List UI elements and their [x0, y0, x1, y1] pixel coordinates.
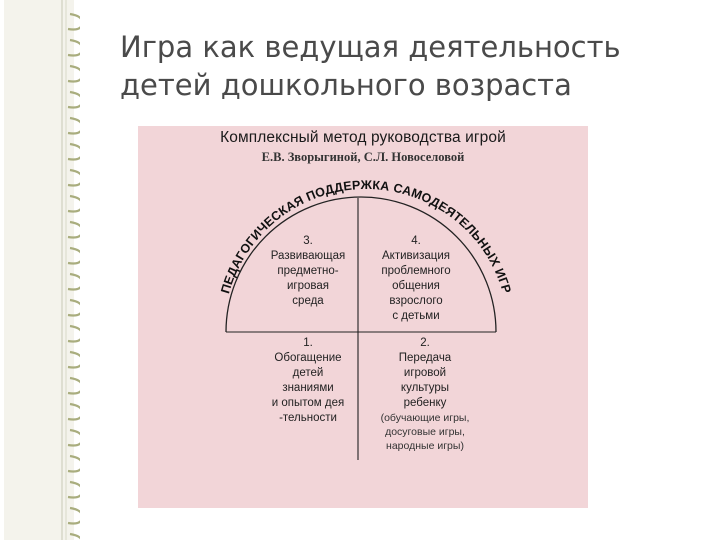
- q1-line-2: детей: [292, 367, 324, 379]
- quadrant-1-text: 1. Обогащение детей знаниями и опытом дея -те…: [250, 336, 366, 426]
- binder-ring: [67, 220, 80, 239]
- binder-ring: [67, 454, 80, 473]
- binder-ring: [67, 64, 80, 83]
- q1-line-4: и опытом дея: [271, 397, 345, 409]
- binder-ring: [67, 142, 80, 161]
- binder-ring: [67, 376, 80, 395]
- quadrant-3-text: 3. Развивающая предметно-игровая среда: [250, 234, 366, 309]
- binder-ring: [67, 38, 80, 57]
- binder-ring: [67, 168, 80, 187]
- q4-line-2: проблемного: [381, 265, 451, 277]
- q2-line-4: ребенку: [403, 397, 447, 409]
- q4-line-0: 4.: [411, 235, 421, 247]
- q4-line-1: Активизация: [382, 250, 450, 262]
- quadrant-4-text: 4. Активизация проблемного общения взрослого…: [366, 234, 466, 324]
- q1-line-0: 1.: [303, 337, 313, 349]
- binder-ring: [67, 246, 80, 265]
- q2-line-3: культуры: [400, 382, 450, 394]
- q1-line-3: знаниями: [282, 382, 334, 394]
- slide-title: Игра как ведущая деятельность детей дошк…: [120, 28, 700, 104]
- binder-ring: [67, 194, 80, 213]
- slide-title-line-2: детей дошкольного возраста: [120, 68, 572, 102]
- slide-left-decoration: [0, 0, 80, 540]
- binder-ring: [69, 532, 80, 540]
- binder-ring: [67, 90, 80, 109]
- q4-line-3: общения: [392, 280, 440, 292]
- slide-title-line-1: Игра как ведущая деятельность: [120, 30, 621, 64]
- binder-ring: [67, 272, 80, 291]
- binder-ring: [67, 324, 80, 343]
- q4-line-4: взрослого: [389, 295, 443, 307]
- q1-line-1: Обогащение: [274, 352, 342, 364]
- panel-title: Комплексный метод руководства игрой: [220, 129, 506, 146]
- quadrant-diagram: ПЕДАГОГИЧЕСКАЯ ПОДДЕРЖКА САМОДЕЯТЕЛЬНЫХ …: [218, 178, 514, 460]
- q4-line-5: с детьми: [392, 310, 440, 322]
- binder-ring: [67, 402, 80, 421]
- diagram-panel: Комплексный метод руководства игрой Е.В.…: [138, 126, 588, 508]
- binder-ring: [67, 480, 80, 499]
- q3-line-1: Развивающая: [270, 250, 346, 262]
- q3-line-3: игровая: [286, 280, 329, 292]
- binder-rings: [67, 12, 80, 540]
- binder-ring: [67, 298, 80, 317]
- q2-note-2: народные игры): [386, 440, 464, 452]
- q3-line-4: среда: [292, 295, 324, 307]
- panel-authors: Е.В. Зворыгиной, С.Л. Новоселовой: [261, 150, 465, 164]
- semicircle-arc: [225, 196, 497, 333]
- binder-ring: [67, 506, 80, 525]
- binder-ring: [67, 350, 80, 369]
- q2-note-1: досуговые игры,: [385, 426, 465, 438]
- binder-ring: [67, 116, 80, 135]
- q2-note-0: (обучающие игры,: [380, 412, 470, 424]
- q3-line-0: 3.: [303, 235, 313, 247]
- q2-line-0: 2.: [420, 337, 430, 349]
- q3-line-2: предметно-: [277, 265, 339, 277]
- q1-line-5: -тельности: [279, 412, 337, 424]
- q2-line-2: игровой: [403, 367, 447, 379]
- binder-ring: [67, 12, 80, 31]
- q2-line-1: Передача: [398, 352, 452, 364]
- binder-ring: [67, 428, 80, 447]
- quadrant-2-text: 2. Передача игровой культуры ребенку (обучающ…: [366, 336, 484, 453]
